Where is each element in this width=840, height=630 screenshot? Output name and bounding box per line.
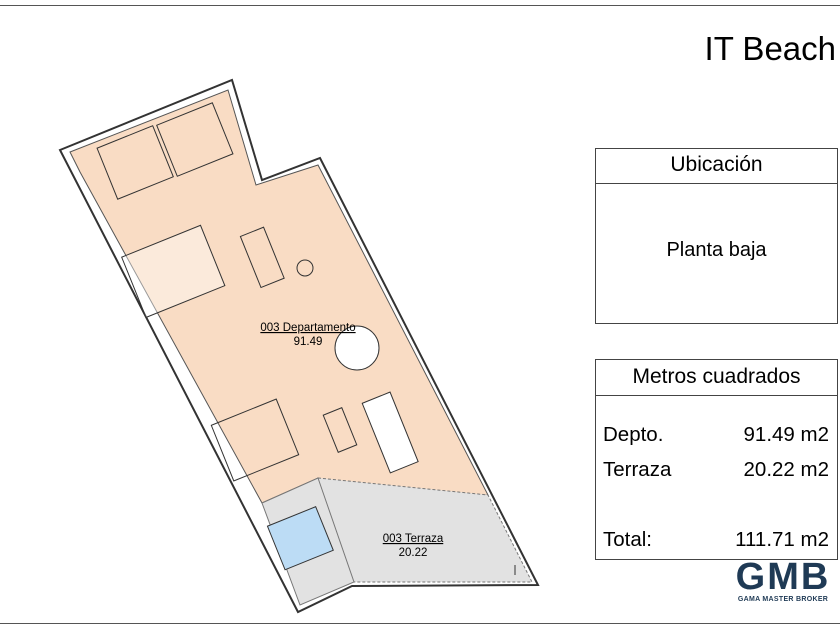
depto-value: 91.49 m2: [743, 423, 829, 446]
floor-plan-drawing: 003 Departamento 91.49 003 Terraza 20.22: [58, 78, 540, 614]
ubicacion-box: Ubicación Planta baja: [595, 148, 838, 324]
ubicacion-heading: Ubicación: [596, 149, 837, 184]
depto-label: 003 Departamento: [260, 322, 355, 334]
total-label: Total:: [603, 528, 652, 551]
ubicacion-value: Planta baja: [666, 239, 767, 261]
bed: [156, 102, 234, 177]
terraza-row: Terraza 20.22 m2: [603, 458, 829, 482]
depto-label: Depto.: [603, 423, 664, 446]
logo-mark: GMB: [735, 556, 831, 598]
project-title: IT Beach: [704, 30, 836, 67]
kitchen-island: [361, 391, 419, 474]
logo-name: GAMA MASTER BROKER: [737, 596, 829, 603]
total-row: Total: 111.71 m2: [603, 528, 829, 552]
terraza-label: 003 Terraza: [383, 533, 444, 545]
dining-table: [334, 325, 380, 371]
bathroom: [121, 224, 226, 319]
terraza-value: 20.22 m2: [743, 458, 829, 481]
terraza-area-label: 20.22: [399, 547, 428, 559]
gmb-logo: GMB GAMA MASTER BROKER: [726, 558, 840, 603]
pool: [266, 506, 334, 571]
bed: [96, 125, 174, 200]
terrace-area: [317, 477, 533, 583]
metros-box: Metros cuadrados Depto. 91.49 m2 Terraza…: [595, 359, 838, 560]
total-value: 111.71 m2: [735, 528, 829, 551]
depto-row: Depto. 91.49 m2: [603, 423, 829, 447]
sofa: [239, 226, 285, 289]
metros-heading: Metros cuadrados: [596, 360, 837, 396]
bed: [210, 398, 300, 482]
bottom-border: [0, 623, 840, 624]
depto-area-label: 91.49: [294, 336, 323, 348]
apartment-area: [69, 89, 489, 504]
top-border: [0, 5, 840, 6]
terraza-label: Terraza: [603, 458, 672, 481]
